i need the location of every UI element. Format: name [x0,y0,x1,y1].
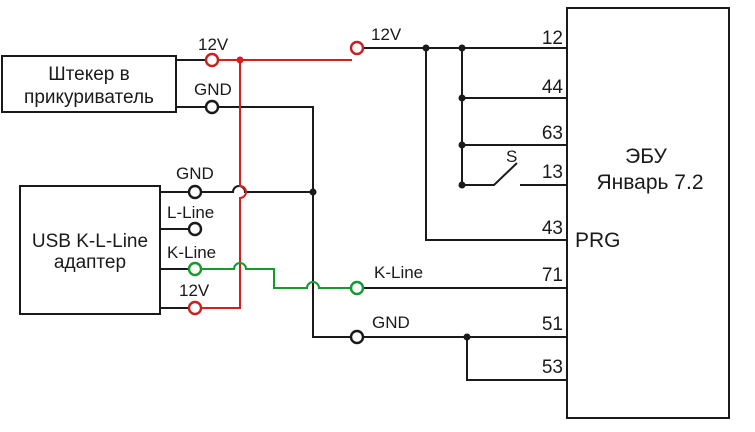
plug-gnd-terminal [204,99,220,115]
prg-wire [425,48,567,241]
ecu-pin-label: 63 [542,123,563,144]
ecu-pin-label: 43 [542,218,563,239]
adapter-kline-label: K-Line [167,243,216,262]
ecu-pin-label: 71 [542,265,563,286]
adapter-lline-label: L-Line [167,203,214,222]
ecu-label-line1: ЭБУ [625,145,667,168]
pin-53-wire [466,337,567,381]
junction-dot-prg [422,44,430,52]
plug-12v-label: 12V [198,35,229,54]
junction-dot-13 [458,181,466,189]
adapter-label-line1: USB K-L-Line [32,231,148,252]
bus-gnd-label: GND [372,313,410,332]
ecu-pin-label: 44 [542,77,564,98]
red-12v-vertical [239,60,247,303]
adapter-gnd-label: GND [176,164,214,183]
adapter-kline-terminal [187,261,203,277]
plug-gnd-wire [219,106,352,338]
ecu-box [566,7,730,419]
junction-dot-44 [458,94,466,102]
adapter-gnd-terminal [187,184,203,200]
red-12v-adapter [202,303,241,309]
bus-12v-label: 12V [371,25,402,44]
pin-13-wire [462,162,567,186]
plug-label-line2: прикуриватель [24,87,154,108]
ecu-pin-label: 13 [542,162,563,183]
adapter-12v-terminal [187,300,203,316]
ecu-prg-label: PRG [575,229,621,252]
green-kline-wire [202,262,352,289]
bus-12v-terminal [349,40,365,56]
usb-adapter-box [19,185,161,315]
junction-dot-gnd [309,188,317,196]
ecu-label-line2: Январь 7.2 [596,171,703,194]
plug-label-line1: Штекер в [48,64,130,85]
junction-dot-12v [458,44,466,52]
junction-dot-63 [458,141,466,149]
junction-dot-53 [463,333,471,341]
plug-gnd-label: GND [194,80,232,99]
switch-label: S [506,147,517,166]
ecu-pin-label: 51 [542,314,563,335]
plug-12v-terminal [204,52,220,68]
adapter-lline-terminal [187,221,203,237]
adapter-label-line2: адаптер [54,252,126,273]
adapter-gnd-wire [202,185,313,193]
ecu-pin-label: 12 [542,28,563,49]
adapter-12v-label: 12V [179,281,210,300]
bus-kline-terminal [349,280,365,296]
cigarette-plug-box [1,55,177,113]
bus-kline-label: K-Line [374,263,423,282]
red-junction-dot [236,56,244,64]
ecu-pin-label: 53 [542,357,563,378]
bus-gnd-terminal [349,329,365,345]
